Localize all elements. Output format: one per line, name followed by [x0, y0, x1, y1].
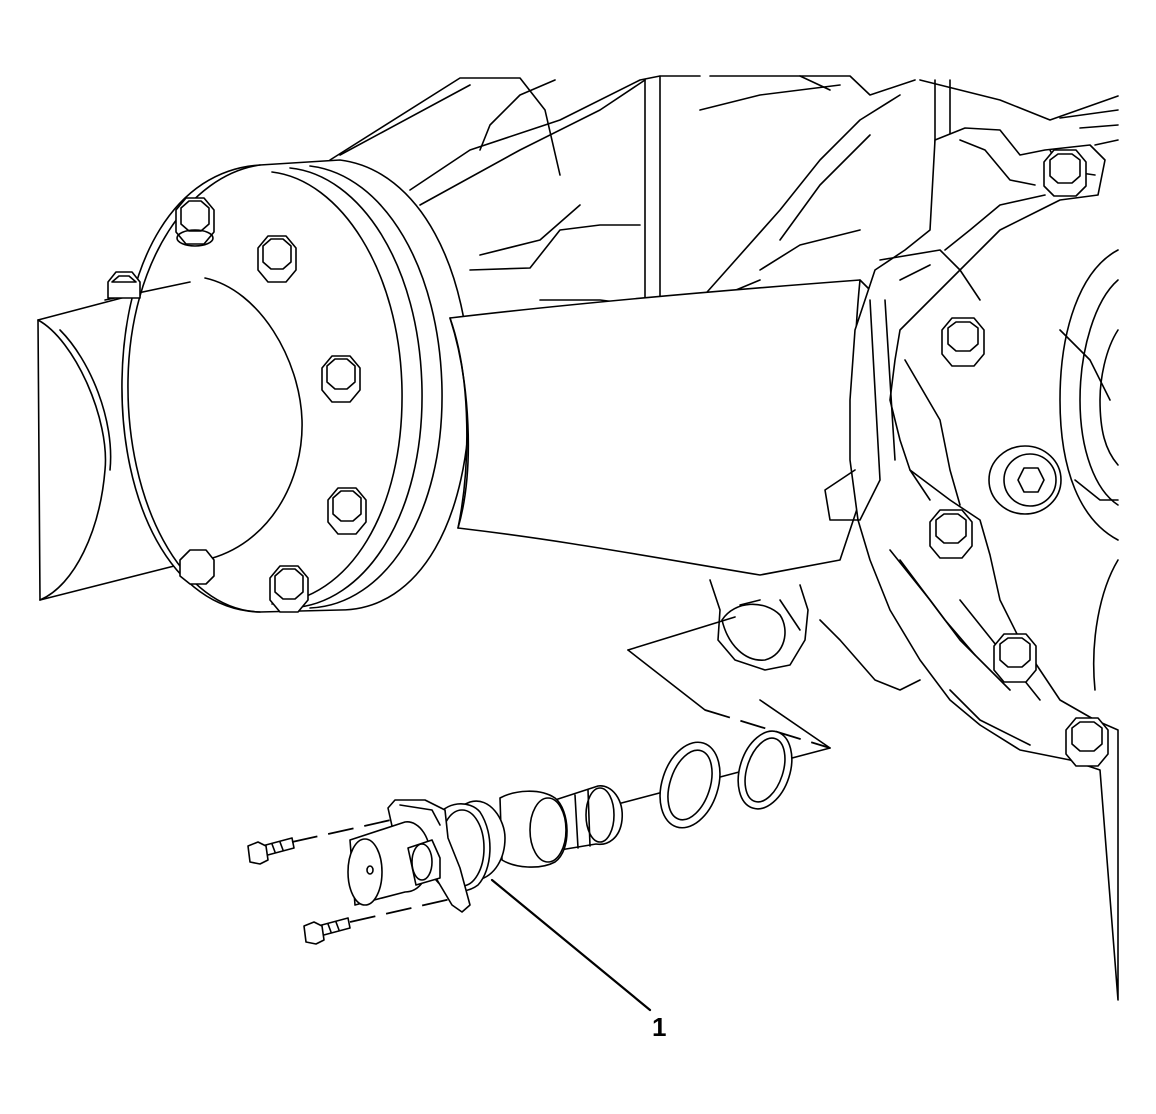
- flange-bolt-4: [327, 487, 367, 535]
- flange-bolt-6: [107, 271, 141, 299]
- carrier-bolt-4: [993, 633, 1037, 683]
- carrier-bolt-3: [929, 509, 973, 559]
- callout-leader-1: [490, 878, 652, 1012]
- carrier-bolt-2: [941, 317, 985, 367]
- o-ring-2: [737, 730, 793, 810]
- o-ring-1: [659, 741, 721, 829]
- axle-flange: [104, 159, 471, 613]
- flange-bolts: [107, 197, 367, 613]
- axle-arm: [449, 279, 881, 576]
- sensor-mounting-boss: [709, 579, 921, 691]
- bolt-path-upper: [291, 817, 401, 843]
- fill-plug: [988, 445, 1062, 515]
- flange-bolt-2: [257, 235, 297, 283]
- flange-bolt-1: [175, 197, 215, 247]
- speed-sensor: [347, 785, 623, 913]
- callout-label-1: 1: [652, 1012, 666, 1042]
- bolt-path-lower: [349, 897, 456, 923]
- differential-carrier: [824, 127, 1119, 1001]
- flange-bolt-3: [321, 355, 361, 403]
- flange-bolt-5: [269, 565, 309, 613]
- sensor-bolt-upper: [247, 837, 295, 865]
- flange-bolt-7: [179, 549, 215, 585]
- carrier-bolts: [929, 149, 1109, 767]
- carrier-bolt-5: [1065, 717, 1109, 767]
- carrier-bolt-1: [1043, 149, 1087, 197]
- sensor-bolt-lower: [303, 917, 351, 945]
